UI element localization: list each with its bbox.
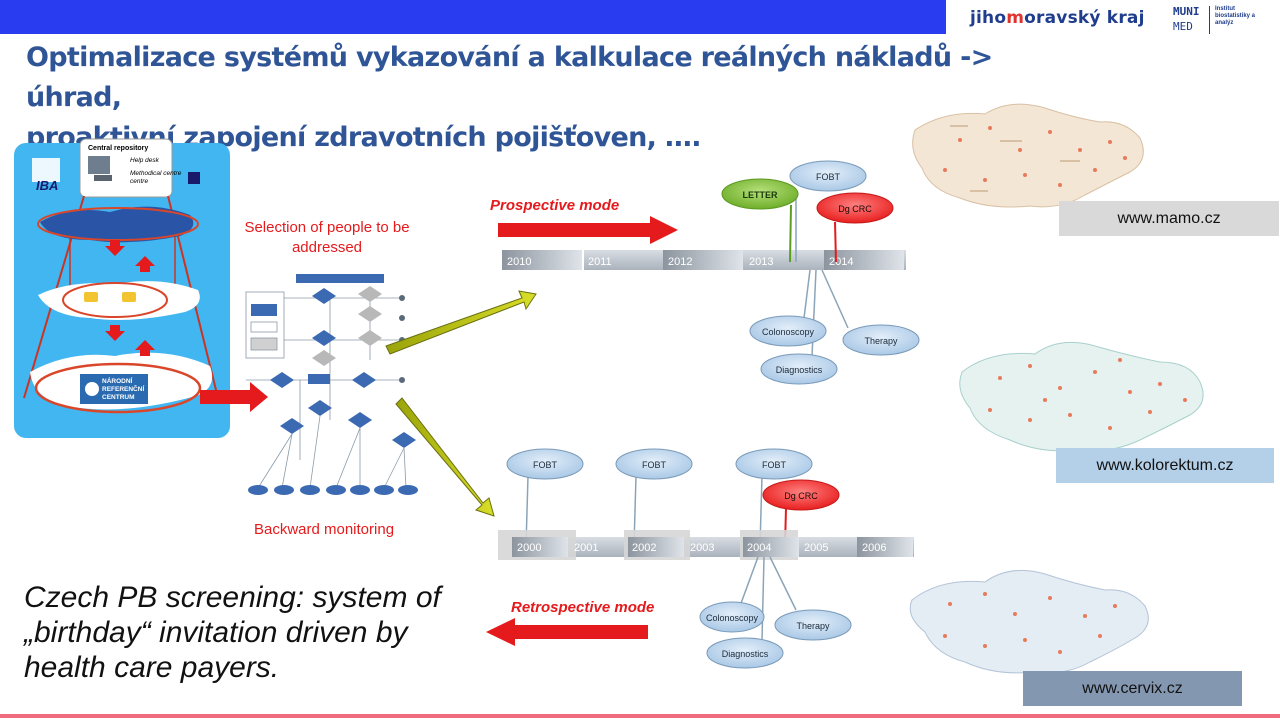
diagnostics-bubble <box>706 637 784 669</box>
therapy-bubble <box>842 324 920 356</box>
caption-line: health care payers. <box>24 651 280 684</box>
svg-text:Help desk: Help desk <box>130 157 160 164</box>
selection-label-line-1: Selection of people to be <box>244 219 409 236</box>
prospective-events: LETTER FOBT Dg CRC Colonoscopy Diagnosti… <box>721 160 920 385</box>
retrospective-events-below: Colonoscopy Diagnostics Therapy <box>699 556 852 669</box>
dg-crc-bubble <box>816 192 894 224</box>
prospective-year: 2012 <box>668 256 692 268</box>
system-panel: IBA Central repository Help desk Methodi… <box>14 138 230 438</box>
svg-text:FOBT: FOBT <box>816 172 841 182</box>
prospective-year: 2010 <box>507 256 531 268</box>
svg-text:Central repository: Central repository <box>88 145 148 152</box>
svg-text:Dg CRC: Dg CRC <box>784 491 818 501</box>
slide-caption: Czech PB screening: system of „birthday“… <box>24 580 484 685</box>
panel-to-flowchart-arrow <box>200 382 268 412</box>
central-repository-box: Central repository Help desk Methodical … <box>79 138 182 198</box>
svg-text:Colonoscopy: Colonoscopy <box>762 327 815 337</box>
therapy-bubble <box>774 609 852 641</box>
retrospective-events-above: FOBT FOBT FOBT Dg CRC <box>506 448 840 547</box>
jihomoravsky-kraj-logo: jihomoravský kraj <box>970 8 1145 28</box>
letter-bubble <box>721 178 799 210</box>
retrospective-year: 2006 <box>862 542 886 554</box>
svg-text:CENTRUM: CENTRUM <box>102 394 135 401</box>
computer-icon <box>88 156 110 174</box>
map-label-mamo[interactable]: www.mamo.cz <box>1059 201 1279 236</box>
prospective-timeline: 2010 2011 2012 2013 2014 <box>502 250 906 270</box>
med-text: MED <box>1173 20 1193 33</box>
svg-text:Methodical centre: Methodical centre <box>130 170 182 177</box>
svg-text:NÁRODNÍ: NÁRODNÍ <box>102 376 133 385</box>
svg-text:Therapy: Therapy <box>864 336 898 346</box>
prospective-year: 2014 <box>829 256 853 268</box>
svg-text:IBA: IBA <box>36 178 58 193</box>
retrospective-year: 2001 <box>574 542 598 554</box>
arrow-to-prospective <box>385 290 537 355</box>
selection-label-line-2: addressed <box>292 239 362 256</box>
svg-text:Colonoscopy: Colonoscopy <box>706 613 759 623</box>
map-label-cervix[interactable]: www.cervix.cz <box>1023 671 1242 706</box>
svg-text:Diagnostics: Diagnostics <box>776 365 823 375</box>
colonoscopy-bubble <box>749 315 827 347</box>
map-kolorektum <box>959 341 1204 452</box>
colonoscopy-bubble <box>699 601 765 633</box>
muni-text: MUNI <box>1173 5 1200 18</box>
retrospective-timeline: 2000 2001 2002 2003 2004 2005 2006 <box>498 530 914 560</box>
selection-flowchart <box>245 274 418 495</box>
prospective-year: 2013 <box>749 256 773 268</box>
map-cervix <box>909 569 1149 674</box>
retrospective-year: 2004 <box>747 542 771 554</box>
diagnostics-bubble <box>760 353 838 385</box>
map-mamo <box>912 103 1144 208</box>
fobt-bubble <box>789 160 867 192</box>
svg-text:Therapy: Therapy <box>796 621 830 631</box>
retrospective-arrow <box>486 618 648 646</box>
map-label-kolorektum[interactable]: www.kolorektum.cz <box>1056 448 1274 483</box>
fobt-bubble <box>615 448 693 480</box>
svg-text:centre: centre <box>130 178 148 185</box>
retrospective-year: 2005 <box>804 542 828 554</box>
bottom-accent-line <box>0 714 1280 718</box>
institute-name: Institut biostatistiky a analýz <box>1215 6 1256 26</box>
fobt-bubble <box>735 448 813 480</box>
arrow-to-retrospective <box>395 397 495 517</box>
retrospective-year: 2000 <box>517 542 541 554</box>
svg-text:Diagnostics: Diagnostics <box>722 649 769 659</box>
svg-text:LETTER: LETTER <box>743 190 778 200</box>
backward-monitoring-label: Backward monitoring <box>254 521 394 538</box>
caption-line: „birthday“ invitation driven by <box>24 616 408 649</box>
prospective-year: 2011 <box>588 256 612 268</box>
fobt-bubble <box>506 448 584 480</box>
retrospective-label: Retrospective mode <box>511 599 654 616</box>
prospective-label: Prospective mode <box>490 197 619 214</box>
retrospective-year: 2002 <box>632 542 656 554</box>
slide-title: Optimalizace systémů vykazování a kalkul… <box>26 38 1086 158</box>
retrospective-year: 2003 <box>690 542 714 554</box>
header-bar <box>0 0 946 34</box>
dg-crc-bubble <box>762 479 840 511</box>
svg-text:FOBT: FOBT <box>533 460 558 470</box>
reference-center-badge: NÁRODNÍ REFERENČNÍ CENTRUM <box>80 374 148 404</box>
svg-text:FOBT: FOBT <box>762 460 787 470</box>
iba-logo: IBA <box>32 158 60 193</box>
mu-logo <box>188 172 200 184</box>
map-layer-top <box>40 206 194 243</box>
caption-line: Czech PB screening: system of <box>24 581 441 614</box>
prospective-arrow <box>498 216 678 244</box>
title-line-1: Optimalizace systémů vykazování a kalkul… <box>26 42 993 113</box>
svg-text:REFERENČNÍ: REFERENČNÍ <box>102 384 144 393</box>
logo-divider <box>1209 6 1210 34</box>
svg-text:FOBT: FOBT <box>642 460 667 470</box>
svg-text:Dg CRC: Dg CRC <box>838 204 872 214</box>
muni-med-logo: MUNI MED Institut biostatistiky a analýz <box>1173 6 1273 36</box>
